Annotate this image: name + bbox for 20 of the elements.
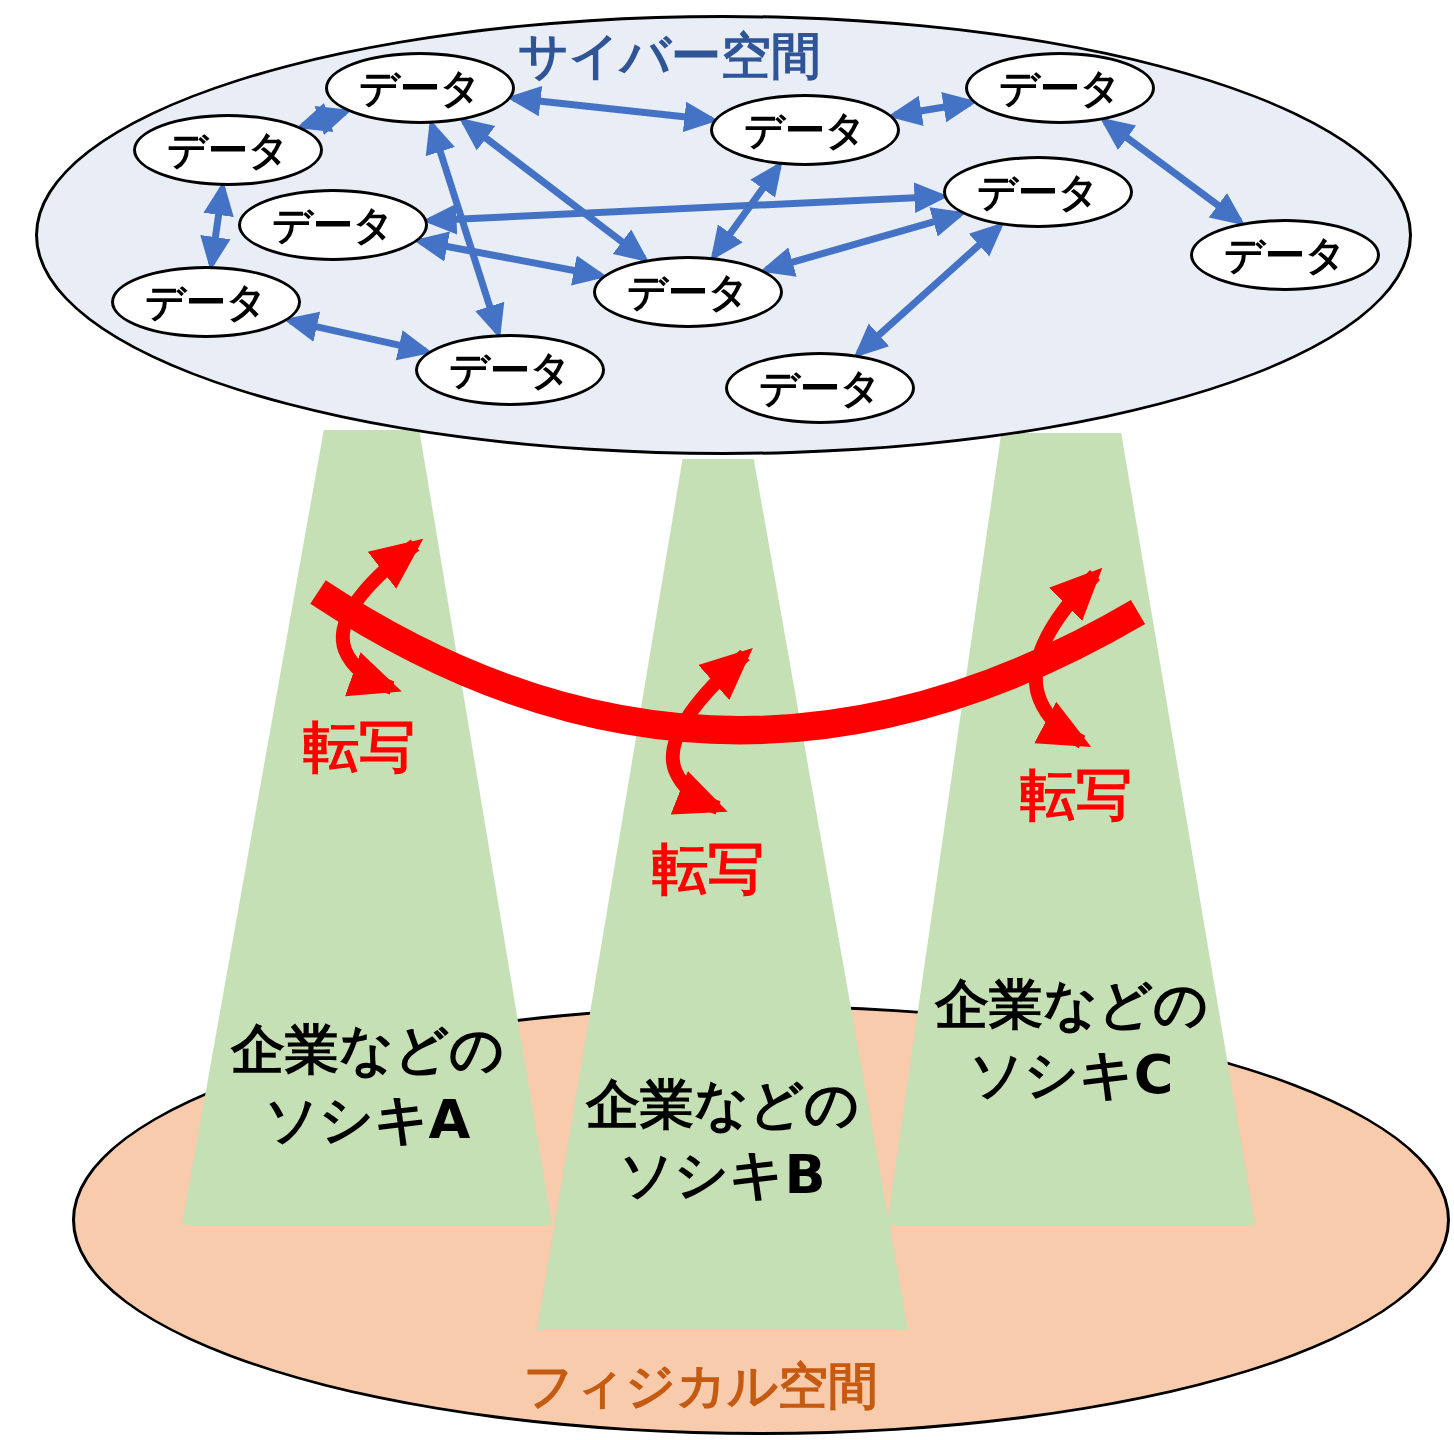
data-ellipse: データ [325,52,515,124]
organization-label: 企業などのソシキB [584,1072,860,1209]
data-ellipse: データ [415,334,605,406]
data-ellipse: データ [710,94,900,166]
data-ellipse: データ [238,189,428,261]
arrow [296,102,352,136]
data-ellipse: データ [943,156,1133,228]
data-ellipse: データ [111,266,301,338]
data-ellipse: データ [965,52,1155,124]
transfer-label: 転写 [303,713,415,781]
space-title: フィジカル空間 [523,1356,878,1417]
transfer-label: 転写 [1020,761,1132,829]
organization-label: 企業などのソシキA [229,1017,505,1154]
organization-label: 企業などのソシキC [933,972,1209,1109]
space-title: サイバー空間 [518,26,821,87]
data-ellipse: データ [593,256,783,328]
data-ellipse: データ [1190,219,1380,291]
data-ellipse: データ [133,114,323,186]
data-ellipse: データ [725,352,915,424]
transfer-label: 転写 [652,835,764,903]
